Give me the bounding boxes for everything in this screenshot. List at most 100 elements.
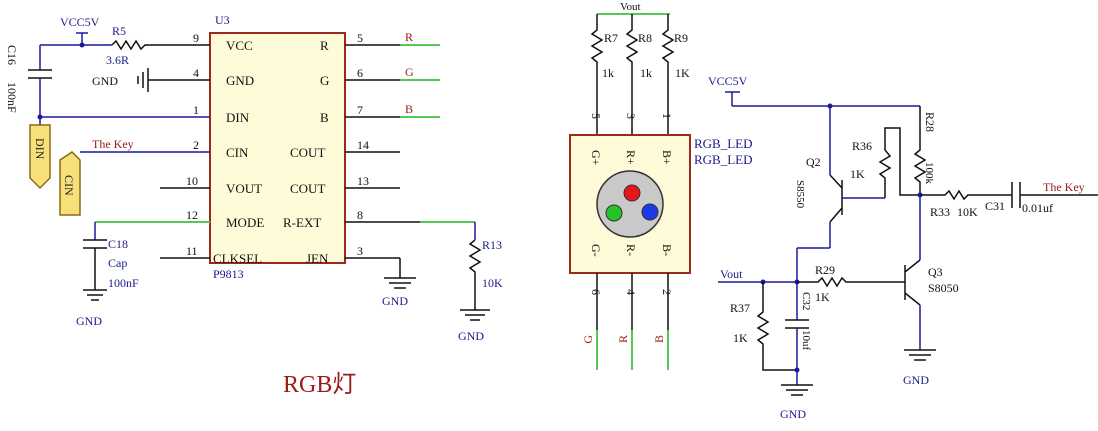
r13-value: 10K (482, 276, 503, 290)
c32-ref: C32 (800, 292, 812, 310)
u3-ref: U3 (215, 13, 230, 27)
led-pin-num: 2 (660, 289, 674, 295)
u3-pin-name: G (320, 73, 329, 88)
u3-pin-name: DIN (226, 110, 250, 125)
r29-ref: R29 (815, 263, 835, 277)
gnd-label: GND (92, 74, 118, 88)
led-pin-name: R- (624, 244, 638, 256)
u3-pin-name: CIN (226, 145, 249, 160)
r28-ref: R28 (923, 112, 937, 132)
u3-pin-num: 9 (193, 31, 199, 45)
vcc-label: VCC5V (60, 15, 100, 29)
c18-type: Cap (108, 256, 127, 270)
vcc-power-left: VCC5V (39, 15, 112, 70)
u3-pin-name: COUT (290, 145, 325, 160)
r29-value: 1K (815, 290, 830, 304)
u3-pin-name: B (320, 110, 329, 125)
u3-pin-name: JEN (306, 251, 329, 266)
c31-value: 0.01uf (1022, 201, 1053, 215)
gnd-label: GND (76, 314, 102, 328)
c18-ref: C18 (108, 237, 128, 251)
u3-pin-num: 3 (357, 244, 363, 258)
led-pin-name: B+ (660, 150, 674, 165)
c18-value: 100nF (108, 276, 139, 290)
u3-pin-num: 6 (357, 66, 363, 80)
din-label: DIN (33, 138, 47, 160)
net-label-r: R (405, 30, 413, 44)
r5-ref: R5 (112, 24, 126, 38)
diagram-title: RGB灯 (283, 371, 356, 398)
c16-capacitor: C16 100nF (5, 45, 52, 130)
r8-ref: R8 (638, 31, 652, 45)
the-key-label-left: The Key (92, 137, 134, 151)
c16-ref: C16 (5, 45, 19, 65)
r33-value: 10K (957, 205, 978, 219)
c31-ref: C31 (985, 199, 1005, 213)
q2-part: S8550 (794, 180, 806, 209)
u3-pin-num: 5 (357, 31, 363, 45)
u3-pin-num: 11 (186, 244, 198, 258)
u3-pin-num: 13 (357, 174, 369, 188)
cin-label: CIN (62, 175, 76, 196)
u3-pin-name: R-EXT (283, 215, 321, 230)
led-pin-name: G+ (589, 150, 603, 166)
u3-pin-name: CLKSEL (213, 251, 262, 266)
gnd-label: GND (382, 294, 408, 308)
r36-value: 1K (850, 167, 865, 181)
led-pin-name: B- (660, 244, 674, 256)
u3-body (209, 32, 346, 264)
c18-capacitor: C18 Cap 100nF GND (76, 222, 139, 328)
led-ref-2: RGB_LED (694, 152, 753, 167)
u3-pin-name: VCC (226, 38, 253, 53)
r36-ref: R36 (852, 139, 872, 153)
u3-pin-name: VOUT (226, 181, 262, 196)
r13-ref: R13 (482, 238, 502, 252)
u3-pin-num: 4 (193, 66, 199, 80)
rgb-led: Vout R7 R8 R9 1k 1k 1K 5 3 1 G+ R+ B+ G-… (569, 1, 753, 370)
led-green-die (605, 204, 623, 222)
led-blue-die (641, 203, 659, 221)
u3-pin-name: COUT (290, 181, 325, 196)
vout-label-led: Vout (620, 1, 641, 13)
net-label-b: B (405, 102, 413, 116)
vout-label: Vout (720, 267, 743, 281)
u3-pin-name: MODE (226, 215, 264, 230)
r7-ref: R7 (604, 31, 618, 45)
c32-value: 10uf (800, 330, 812, 351)
r8-value: 1k (640, 66, 652, 80)
gnd-label: GND (458, 329, 484, 343)
led-pin-num: 5 (589, 113, 603, 119)
u3-pin-num: 8 (357, 208, 363, 222)
r5-value: 3.6R (106, 53, 129, 67)
the-key-label-right: The Key (1043, 180, 1085, 194)
key-circuit: VCC5V Q2 S8550 R36 1K R28 100k R33 10K C… (708, 74, 1098, 421)
q3-ref: Q3 (928, 265, 943, 279)
r37-value: 1K (733, 331, 748, 345)
r37-ref: R37 (730, 301, 750, 315)
led-pin-name: R+ (624, 150, 638, 165)
r28-value: 100k (923, 162, 935, 185)
din-port: DIN (29, 124, 51, 190)
led-ref-1: RGB_LED (694, 136, 753, 151)
led-net-label: R (616, 335, 630, 343)
u3-part: P9813 (213, 267, 244, 281)
u3-pin-num: 2 (193, 138, 199, 152)
u3-pin-num: 1 (193, 103, 199, 117)
cin-port: CIN (59, 151, 81, 216)
c16-value: 100nF (5, 82, 19, 113)
r33-ref: R33 (930, 205, 950, 219)
gnd-symbol-jen: GND (382, 258, 416, 308)
vcc-label: VCC5V (708, 74, 748, 88)
q3-part: S8050 (928, 281, 959, 295)
u3-ic: U3 P9813 9 4 1 2 10 12 11 VCC GND DIN CI… (40, 13, 475, 281)
q2-ref: Q2 (806, 155, 821, 169)
led-pin-num: 1 (660, 113, 674, 119)
led-pin-num: 4 (624, 289, 638, 295)
led-red-die (623, 184, 641, 202)
r7-value: 1k (602, 66, 614, 80)
led-lens (596, 170, 664, 238)
u3-pin-num: 12 (186, 208, 198, 222)
led-pin-name: G- (589, 244, 603, 257)
led-pin-num: 3 (624, 113, 638, 119)
r9-ref: R9 (674, 31, 688, 45)
